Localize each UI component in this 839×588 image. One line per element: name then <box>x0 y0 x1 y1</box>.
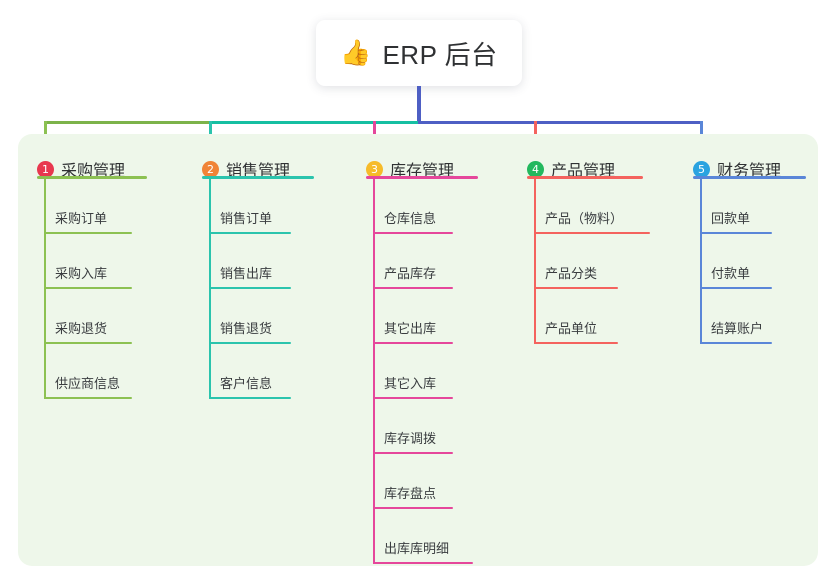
menu-item-label: 客户信息 <box>220 376 273 391</box>
menu-item-label: 产品库存 <box>384 266 437 281</box>
root-node-label: ERP 后台 <box>382 39 498 70</box>
menu-item-label: 库存调拨 <box>384 431 437 446</box>
menu-item[interactable]: 产品分类 <box>527 257 618 289</box>
column-title-2: 销售管理 <box>226 163 291 180</box>
column-header-5[interactable]: 5 财务管理 <box>693 157 781 181</box>
menu-item-label: 其它出库 <box>384 321 437 336</box>
column-header-rule-5 <box>693 176 806 179</box>
menu-item-rule <box>209 397 291 399</box>
menu-item-rule <box>373 507 453 509</box>
menu-item[interactable]: 仓库信息 <box>366 202 453 234</box>
menu-item-rule <box>700 232 772 234</box>
menu-item[interactable]: 其它出库 <box>366 312 453 344</box>
column-header-3[interactable]: 3 库存管理 <box>366 157 454 181</box>
column-spine-2 <box>209 179 211 399</box>
menu-item-label: 回款单 <box>711 211 751 226</box>
menu-item[interactable]: 供应商信息 <box>37 367 132 399</box>
menu-item-label: 产品（物料） <box>545 211 624 226</box>
column-title-1: 采购管理 <box>61 163 126 180</box>
column-header-rule-4 <box>527 176 643 179</box>
column-header-1[interactable]: 1 采购管理 <box>37 157 125 181</box>
menu-item[interactable]: 库存盘点 <box>366 477 453 509</box>
column-header-2[interactable]: 2 销售管理 <box>202 157 290 181</box>
menu-item[interactable]: 采购入库 <box>37 257 132 289</box>
column-badge-3: 3 <box>366 160 383 178</box>
column-spine-4 <box>534 179 536 344</box>
menu-item[interactable]: 产品库存 <box>366 257 453 289</box>
menu-item-rule <box>209 232 291 234</box>
menu-item[interactable]: 产品（物料） <box>527 202 650 234</box>
menu-item-rule <box>534 232 650 234</box>
menu-item-label: 仓库信息 <box>384 211 437 226</box>
root-stem <box>417 86 421 124</box>
column-title-4: 产品管理 <box>551 163 616 180</box>
menu-item-rule <box>44 342 132 344</box>
menu-item-rule <box>44 232 132 234</box>
menu-item[interactable]: 库存调拨 <box>366 422 453 454</box>
menu-item-label: 采购退货 <box>55 321 108 336</box>
menu-item-label: 库存盘点 <box>384 486 437 501</box>
menu-item[interactable]: 结算账户 <box>693 312 772 344</box>
menu-item[interactable]: 采购退货 <box>37 312 132 344</box>
column-header-rule-2 <box>202 176 314 179</box>
menu-item[interactable]: 其它入库 <box>366 367 453 399</box>
menu-item-rule <box>373 287 453 289</box>
menu-item[interactable]: 产品单位 <box>527 312 618 344</box>
menu-item-label: 销售出库 <box>220 266 273 281</box>
menu-item[interactable]: 回款单 <box>693 202 772 234</box>
bus-segment-teal <box>209 121 420 124</box>
column-header-rule-3 <box>366 176 478 179</box>
root-node[interactable]: 👍 ERP 后台 <box>316 20 522 86</box>
menu-item-rule <box>373 452 453 454</box>
menu-item-rule <box>44 397 132 399</box>
menu-item[interactable]: 销售出库 <box>202 257 291 289</box>
column-spine-1 <box>44 179 46 399</box>
menu-item[interactable]: 付款单 <box>693 257 772 289</box>
column-spine-5 <box>700 179 702 344</box>
menu-item-label: 出库库明细 <box>384 541 450 556</box>
menu-item-rule <box>44 287 132 289</box>
menu-item-rule <box>534 342 618 344</box>
menu-item-label: 销售退货 <box>220 321 273 336</box>
column-badge-5: 5 <box>693 160 710 178</box>
menu-item[interactable]: 销售订单 <box>202 202 291 234</box>
menu-item[interactable]: 销售退货 <box>202 312 291 344</box>
menu-item-label: 采购订单 <box>55 211 108 226</box>
menu-item-label: 采购入库 <box>55 266 108 281</box>
column-badge-1: 1 <box>37 160 54 178</box>
menu-item[interactable]: 采购订单 <box>37 202 132 234</box>
thumbs-up-icon: 👍 <box>340 38 372 67</box>
column-header-rule-1 <box>37 176 147 179</box>
menu-item-rule <box>373 232 453 234</box>
menu-item-label: 销售订单 <box>220 211 273 226</box>
column-spine-3 <box>373 179 375 564</box>
menu-item-rule <box>209 287 291 289</box>
column-title-3: 库存管理 <box>390 163 455 180</box>
menu-item[interactable]: 出库库明细 <box>366 532 473 564</box>
menu-item-rule <box>700 342 772 344</box>
menu-item-rule <box>209 342 291 344</box>
bus-segment-blue <box>418 121 703 124</box>
menu-item-label: 产品单位 <box>545 321 598 336</box>
menu-item-rule <box>373 562 473 564</box>
menu-item[interactable]: 客户信息 <box>202 367 291 399</box>
menu-item-rule <box>700 287 772 289</box>
column-badge-2: 2 <box>202 160 219 178</box>
menu-item-rule <box>534 287 618 289</box>
menu-item-label: 其它入库 <box>384 376 437 391</box>
menu-item-label: 付款单 <box>711 266 751 281</box>
content-panel <box>18 134 818 566</box>
menu-item-rule <box>373 397 453 399</box>
column-header-4[interactable]: 4 产品管理 <box>527 157 615 181</box>
menu-item-label: 产品分类 <box>545 266 598 281</box>
column-title-5: 财务管理 <box>717 163 782 180</box>
bus-segment-green <box>44 121 211 124</box>
column-badge-4: 4 <box>527 160 544 178</box>
menu-item-rule <box>373 342 453 344</box>
menu-item-label: 结算账户 <box>711 321 764 336</box>
menu-item-label: 供应商信息 <box>55 376 121 391</box>
